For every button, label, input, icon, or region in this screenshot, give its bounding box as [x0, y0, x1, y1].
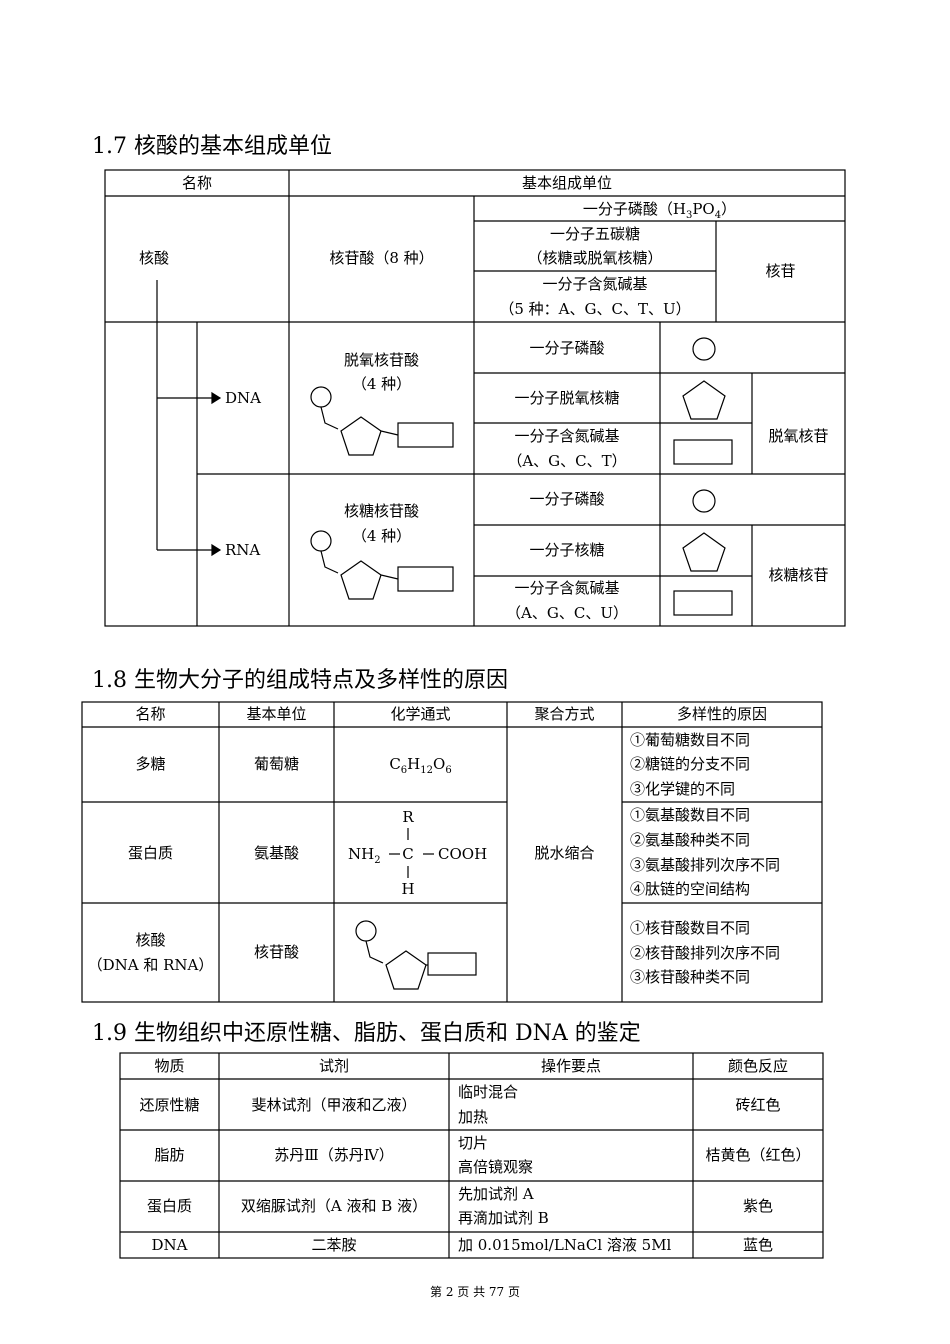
pentagon-deoxyribose-icon [682, 380, 726, 420]
ribonucleotide-label: 核糖核苷酸 [343, 502, 419, 520]
reagent-cell: 苏丹Ⅲ（苏丹Ⅳ） [274, 1146, 394, 1164]
diversity-reason: ④肽链的空间结构 [630, 880, 751, 898]
ribonucleotide-diagram-icon [310, 530, 454, 600]
diversity-reason: ①葡萄糖数目不同 [630, 731, 751, 749]
nucleic-acid-types: （DNA 和 RNA） [87, 956, 214, 974]
header-unit: 基本组成单位 [521, 174, 612, 192]
diversity-reason: ①氨基酸数目不同 [630, 806, 751, 824]
dna-base-label: 一分子含氮碱基 [514, 427, 620, 445]
amino-r-group: R [402, 808, 414, 826]
diversity-reason: ③核苷酸种类不同 [630, 968, 751, 986]
step-text: 高倍镜观察 [458, 1158, 534, 1176]
substance-cell: 还原性糖 [139, 1096, 200, 1114]
deoxynucleotide-diagram-icon [310, 386, 454, 456]
pentagon-ribose-icon [682, 532, 726, 572]
substance-cell: 脂肪 [154, 1146, 185, 1164]
reagent-cell: 斐林试剂（甲液和乙液） [251, 1096, 417, 1114]
page-footer: 第 2 页 共 77 页 [430, 1285, 520, 1299]
glucose-unit: 葡萄糖 [253, 755, 299, 773]
glucose-formula: C6H12O6 [389, 755, 452, 776]
dna-base-detail: （A、G、C、T） [507, 452, 627, 470]
header-steps: 操作要点 [540, 1057, 601, 1075]
diversity-reason: ②核苷酸排列次序不同 [630, 944, 781, 962]
header-substance: 物质 [154, 1057, 185, 1075]
nucleic-acid-name: 核酸 [135, 931, 166, 949]
color-cell: 砖红色 [735, 1096, 781, 1114]
header-color: 颜色反应 [727, 1057, 788, 1075]
ribonucleotide-count: （4 种） [351, 527, 412, 545]
circle-phosphate-icon [692, 337, 716, 361]
rna-base-label: 一分子含氮碱基 [514, 579, 620, 597]
amino-alpha-carbon: C [402, 845, 414, 863]
amino-cooh: COOH [438, 845, 488, 863]
ribonucleoside-label: 核糖核苷 [768, 566, 829, 584]
dehydration-condensation: 脱水缩合 [534, 844, 595, 862]
reagent-cell: 双缩脲试剂（A 液和 B 液） [240, 1197, 428, 1215]
header-diversity: 多样性的原因 [676, 705, 767, 723]
step-text: 加 0.015mol/LNaCl 溶液 5Ml [458, 1236, 672, 1254]
header-formula: 化学通式 [390, 705, 451, 723]
section-heading-1-9: 1.9 生物组织中还原性糖、脂肪、蛋白质和 DNA 的鉴定 [92, 1021, 641, 1046]
protein-name: 蛋白质 [127, 844, 173, 862]
amino-nh2: NH2 [348, 845, 381, 866]
substance-cell: 蛋白质 [146, 1197, 192, 1215]
amino-h: H [401, 880, 415, 898]
header-unit: 基本单位 [246, 705, 307, 723]
diversity-reason: ②氨基酸种类不同 [630, 831, 751, 849]
diversity-reason: ③化学键的不同 [630, 780, 736, 798]
diversity-reason: ③氨基酸排列次序不同 [630, 856, 781, 874]
step-text: 切片 [458, 1134, 489, 1152]
section-heading-1-8: 1.8 生物大分子的组成特点及多样性的原因 [92, 668, 508, 693]
deoxynucleoside-label: 脱氧核苷 [768, 427, 829, 445]
header-reagent: 试剂 [318, 1057, 349, 1075]
rna-sugar-label: 一分子核糖 [529, 541, 605, 559]
step-text: 先加试剂 A [458, 1185, 534, 1203]
rectangle-base-icon [673, 590, 733, 616]
substance-cell: DNA [151, 1236, 188, 1254]
nucleotide-unit: 核苷酸 [253, 943, 299, 961]
deoxynucleotide-count: （4 种） [351, 375, 412, 393]
section-heading-1-7: 1.7 核酸的基本组成单位 [92, 134, 332, 159]
pentose-label: 一分子五碳糖 [549, 225, 640, 243]
rna-label: RNA [225, 541, 261, 559]
amino-acid-unit: 氨基酸 [253, 844, 299, 862]
color-cell: 桔黄色（红色） [705, 1146, 811, 1164]
deoxynucleotide-label: 脱氧核苷酸 [343, 351, 419, 369]
diversity-reason: ①核苷酸数目不同 [630, 919, 751, 937]
step-text: 加热 [458, 1108, 489, 1126]
nucleic-acid-label: 核酸 [139, 249, 170, 267]
base-label: 一分子含氮碱基 [542, 275, 648, 293]
step-text: 再滴加试剂 B [458, 1209, 549, 1227]
header-name: 名称 [135, 705, 166, 723]
circle-phosphate-icon [692, 489, 716, 513]
dna-label: DNA [225, 389, 261, 407]
nucleotide-label: 核苷酸（8 种） [329, 249, 434, 267]
reagent-cell: 二苯胺 [311, 1236, 357, 1254]
pentose-detail: （核糖或脱氧核糖） [527, 249, 663, 267]
amino-bonds [389, 828, 434, 878]
base-detail: （5 种：A、G、C、T、U） [499, 300, 691, 318]
rna-phosphate-label: 一分子磷酸 [529, 490, 605, 508]
color-cell: 蓝色 [742, 1236, 773, 1254]
color-cell: 紫色 [742, 1197, 773, 1215]
diversity-reason: ②糖链的分支不同 [630, 755, 751, 773]
dna-phosphate-label: 一分子磷酸 [529, 339, 605, 357]
nucleoside-label: 核苷 [765, 262, 796, 280]
step-text: 临时混合 [458, 1083, 519, 1101]
dna-sugar-label: 一分子脱氧核糖 [514, 389, 620, 407]
header-name: 名称 [181, 174, 212, 192]
header-polymerization: 聚合方式 [534, 705, 595, 723]
nucleotide-diagram-icon [355, 920, 477, 990]
rna-base-detail: （A、G、C、U） [506, 604, 628, 622]
phosphoric-acid-label: 一分子磷酸（H3PO4） [582, 200, 737, 221]
rectangle-base-icon [673, 439, 733, 465]
polysaccharide-name: 多糖 [135, 755, 166, 773]
